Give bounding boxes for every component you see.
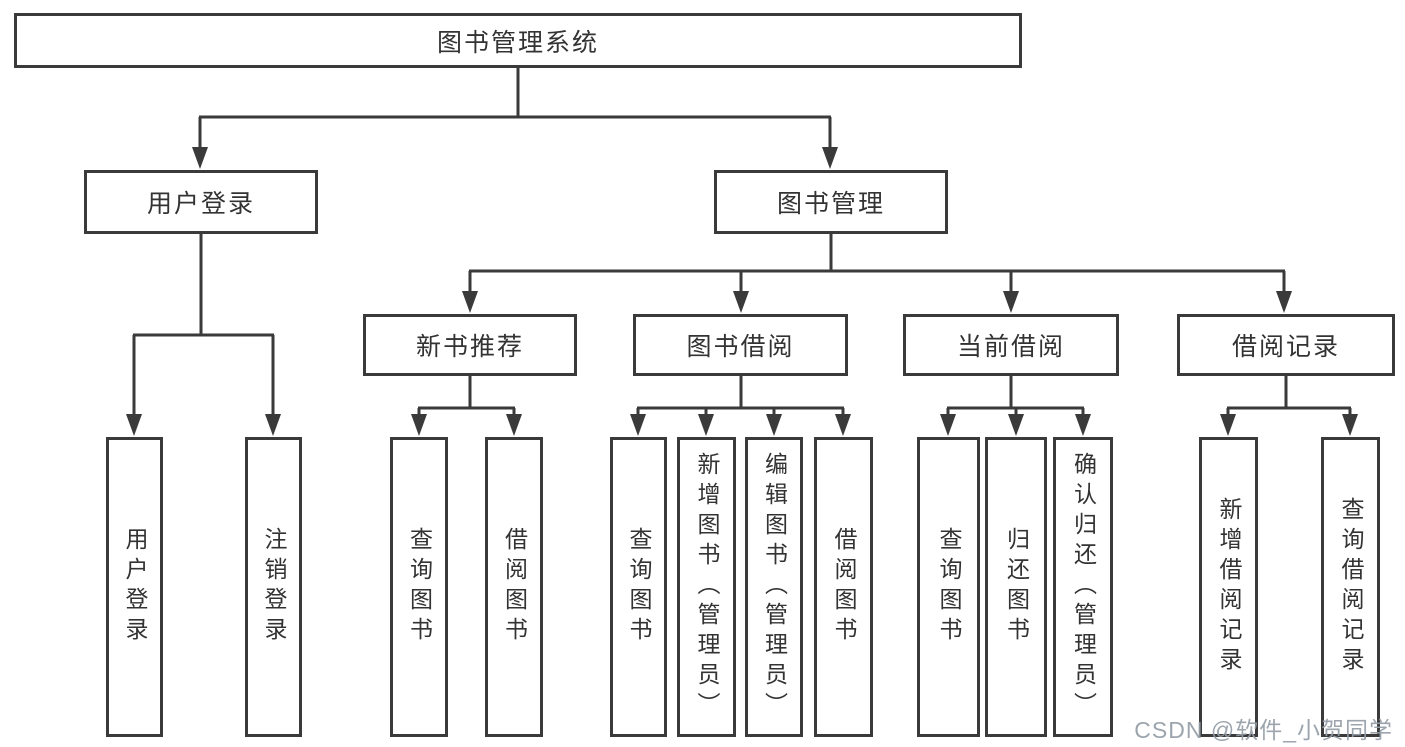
node-login: 用户登录 bbox=[106, 437, 163, 737]
node-recommend-borrow-book: 借阅图书 bbox=[485, 437, 543, 737]
node-recommend-query-book: 查询图书 bbox=[390, 437, 448, 737]
node-label: 查询借阅记录 bbox=[1338, 497, 1364, 677]
node-label: 图书管理 bbox=[776, 190, 885, 218]
node-label: 图书借阅 bbox=[686, 333, 795, 361]
node-label: 借阅图书 bbox=[831, 527, 857, 647]
node-label: 新增图书（管理员） bbox=[694, 452, 720, 722]
node-label: 归还图书 bbox=[1003, 527, 1030, 647]
node-label: 新书推荐 bbox=[415, 333, 524, 361]
node-label: 当前借阅 bbox=[956, 333, 1065, 361]
node-book-borrowing: 图书借阅 bbox=[633, 314, 848, 376]
node-book-management: 图书管理 bbox=[714, 170, 948, 234]
node-label: 确认归还（管理员） bbox=[1070, 452, 1097, 722]
node-system: 图书管理系统 bbox=[14, 13, 1022, 68]
node-current-return-book: 归还图书 bbox=[985, 437, 1047, 737]
node-borrow-query-book: 查询图书 bbox=[610, 437, 667, 737]
node-borrow-borrow-book: 借阅图书 bbox=[814, 437, 873, 737]
node-current-borrowing: 当前借阅 bbox=[903, 314, 1119, 376]
node-label: 用户登录 bbox=[146, 190, 255, 218]
node-label: 查询图书 bbox=[936, 527, 962, 647]
node-logout: 注销登录 bbox=[245, 437, 302, 737]
node-label: 查询图书 bbox=[406, 527, 433, 647]
node-label: 新增借阅记录 bbox=[1216, 497, 1242, 677]
node-records-query-record: 查询借阅记录 bbox=[1321, 437, 1380, 737]
node-label: 编辑图书（管理员） bbox=[761, 452, 788, 722]
node-label: 借阅图书 bbox=[501, 527, 528, 647]
node-borrowing-records: 借阅记录 bbox=[1177, 314, 1395, 376]
node-label: 查询图书 bbox=[626, 527, 652, 647]
node-current-query-book: 查询图书 bbox=[917, 437, 980, 737]
node-label: 图书管理系统 bbox=[436, 28, 599, 57]
node-records-add-record: 新增借阅记录 bbox=[1199, 437, 1258, 737]
node-borrow-edit-book: 编辑图书（管理员） bbox=[745, 437, 803, 737]
node-new-book-recommend: 新书推荐 bbox=[363, 314, 577, 376]
node-label: 注销登录 bbox=[261, 527, 287, 647]
node-borrow-add-book: 新增图书（管理员） bbox=[677, 437, 736, 737]
node-label: 借阅记录 bbox=[1231, 333, 1340, 361]
node-label: 用户登录 bbox=[122, 527, 148, 647]
node-user-login: 用户登录 bbox=[84, 170, 318, 234]
node-current-confirm-return: 确认归还（管理员） bbox=[1053, 437, 1113, 737]
